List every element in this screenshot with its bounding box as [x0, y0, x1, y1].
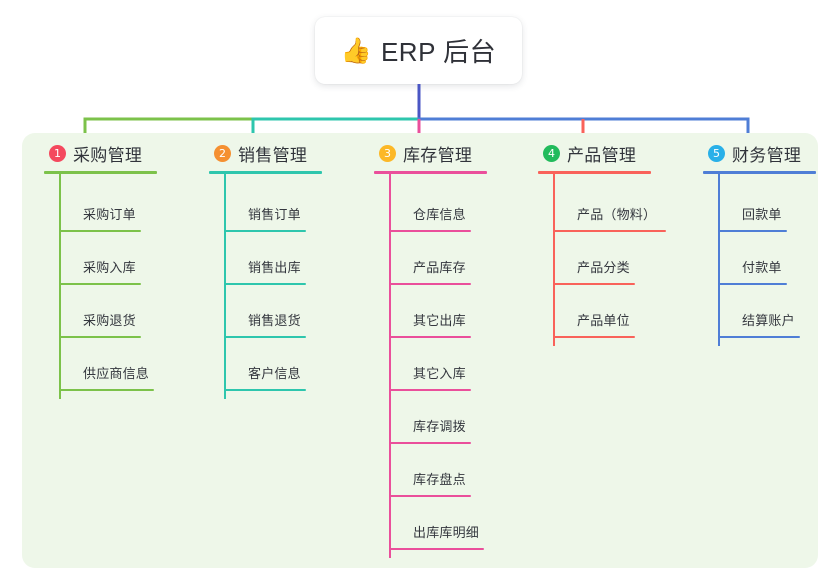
branch-child-label: 供应商信息: [83, 366, 150, 381]
branch-column-1: 1 采购管理采购订单采购入库采购退货供应商信息: [33, 140, 157, 399]
branch-child-item[interactable]: 付款单: [718, 240, 797, 293]
branch-child-label: 产品分类: [577, 260, 630, 275]
branch-child-label: 结算账户: [742, 313, 795, 328]
thumbs-up-icon: 👍: [340, 37, 372, 65]
branch-child-item[interactable]: 产品库存: [389, 240, 481, 293]
branch-child-item[interactable]: 库存盘点: [389, 452, 481, 505]
branch-child-underline: [389, 495, 471, 497]
branch-column-2: 2 销售管理销售订单销售出库销售退货客户信息: [198, 140, 322, 399]
branch-child-label: 付款单: [742, 260, 782, 275]
branch-child-underline: [59, 336, 141, 338]
branch-child-underline: [224, 283, 306, 285]
branch-child-item[interactable]: 产品单位: [553, 293, 645, 346]
branch-child-item[interactable]: 结算账户: [718, 293, 810, 346]
branch-child-item[interactable]: 出库库明细: [389, 505, 494, 558]
branch-header-4[interactable]: 4 产品管理: [527, 140, 636, 166]
branch-child-item[interactable]: 销售退货: [224, 293, 316, 346]
branch-number-badge: 3: [379, 144, 396, 162]
branch-header-underline: [44, 171, 157, 174]
branch-child-item[interactable]: 采购订单: [59, 187, 151, 240]
branch-header-2[interactable]: 2 销售管理: [198, 140, 307, 166]
branch-header-1[interactable]: 1 采购管理: [33, 140, 142, 166]
branch-child-underline: [718, 230, 787, 232]
branch-column-3: 3 库存管理仓库信息产品库存其它出库其它入库库存调拨库存盘点出库库明细: [363, 140, 487, 558]
branch-number-badge: 5: [708, 144, 725, 162]
branch-child-item[interactable]: 产品（物料）: [553, 187, 676, 240]
branch-child-label: 其它出库: [413, 313, 466, 328]
branch-header-underline: [703, 171, 816, 174]
branch-child-label: 出库库明细: [413, 525, 480, 540]
branch-child-item[interactable]: 销售出库: [224, 240, 316, 293]
branch-child-underline: [389, 230, 471, 232]
branch-column-4: 4 产品管理产品（物料） 产品分类产品单位: [527, 140, 666, 346]
branch-child-label: 销售退货: [248, 313, 301, 328]
branch-stem-line: [389, 174, 391, 558]
branch-child-item[interactable]: 回款单: [718, 187, 797, 240]
branch-child-underline: [59, 230, 141, 232]
branch-child-underline: [553, 283, 635, 285]
branch-header-3[interactable]: 3 库存管理: [363, 140, 472, 166]
branch-number-badge: 4: [543, 144, 560, 162]
branch-child-underline: [224, 336, 306, 338]
branch-child-underline: [59, 283, 141, 285]
branch-child-label: 客户信息: [248, 366, 301, 381]
branch-header-5[interactable]: 5 财务管理: [692, 140, 801, 166]
branch-child-underline: [389, 442, 471, 444]
branch-child-underline: [224, 230, 306, 232]
branch-title: 产品管理: [567, 145, 637, 165]
branch-header-underline: [538, 171, 651, 174]
branch-number-badge: 1: [49, 144, 66, 162]
branch-child-underline: [553, 230, 666, 232]
branch-child-label: 仓库信息: [413, 207, 466, 222]
branch-title: 采购管理: [73, 145, 143, 165]
branch-child-item[interactable]: 产品分类: [553, 240, 645, 293]
branch-title: 销售管理: [238, 145, 308, 165]
branch-title: 库存管理: [403, 145, 473, 165]
branch-child-label: 销售出库: [248, 260, 301, 275]
branch-child-item[interactable]: 仓库信息: [389, 187, 481, 240]
branch-child-item[interactable]: 库存调拨: [389, 399, 481, 452]
branch-child-underline: [718, 283, 787, 285]
branch-stem-line: [224, 174, 226, 399]
branch-child-label: 采购订单: [83, 207, 136, 222]
branch-stem-line: [553, 174, 555, 346]
branch-child-label: 其它入库: [413, 366, 466, 381]
branch-child-label: 产品（物料）: [577, 207, 657, 222]
branch-number-badge: 2: [214, 144, 231, 162]
branch-child-item[interactable]: 客户信息: [224, 346, 316, 399]
branch-column-5: 5 财务管理回款单付款单结算账户: [692, 140, 816, 346]
branch-title: 财务管理: [732, 145, 802, 165]
branch-child-underline: [389, 389, 471, 391]
branch-stem-line: [718, 174, 720, 346]
branch-child-label: 产品库存: [413, 260, 466, 275]
branch-header-underline: [374, 171, 487, 174]
branch-child-item[interactable]: 采购退货: [59, 293, 151, 346]
branch-header-underline: [209, 171, 322, 174]
branch-child-underline: [389, 336, 471, 338]
root-node-title: ERP 后台: [380, 37, 497, 67]
branch-child-label: 库存调拨: [413, 419, 466, 434]
branch-child-label: 回款单: [742, 207, 782, 222]
branch-child-label: 库存盘点: [413, 472, 466, 487]
branch-child-label: 销售订单: [248, 207, 301, 222]
branch-child-underline: [553, 336, 635, 338]
branch-child-item[interactable]: 采购入库: [59, 240, 151, 293]
branch-child-item[interactable]: 其它入库: [389, 346, 481, 399]
branch-child-item[interactable]: 销售订单: [224, 187, 316, 240]
branch-child-label: 采购退货: [83, 313, 136, 328]
branch-child-underline: [389, 283, 471, 285]
branch-stem-line: [59, 174, 61, 399]
branch-child-underline: [224, 389, 306, 391]
branch-child-label: 产品单位: [577, 313, 630, 328]
root-node-erp-backend[interactable]: 👍 ERP 后台: [315, 17, 522, 84]
branch-child-underline: [389, 548, 484, 550]
branch-child-label: 采购入库: [83, 260, 136, 275]
branch-child-underline: [59, 389, 154, 391]
branch-child-item[interactable]: 供应商信息: [59, 346, 164, 399]
branch-child-underline: [718, 336, 800, 338]
branch-child-item[interactable]: 其它出库: [389, 293, 481, 346]
